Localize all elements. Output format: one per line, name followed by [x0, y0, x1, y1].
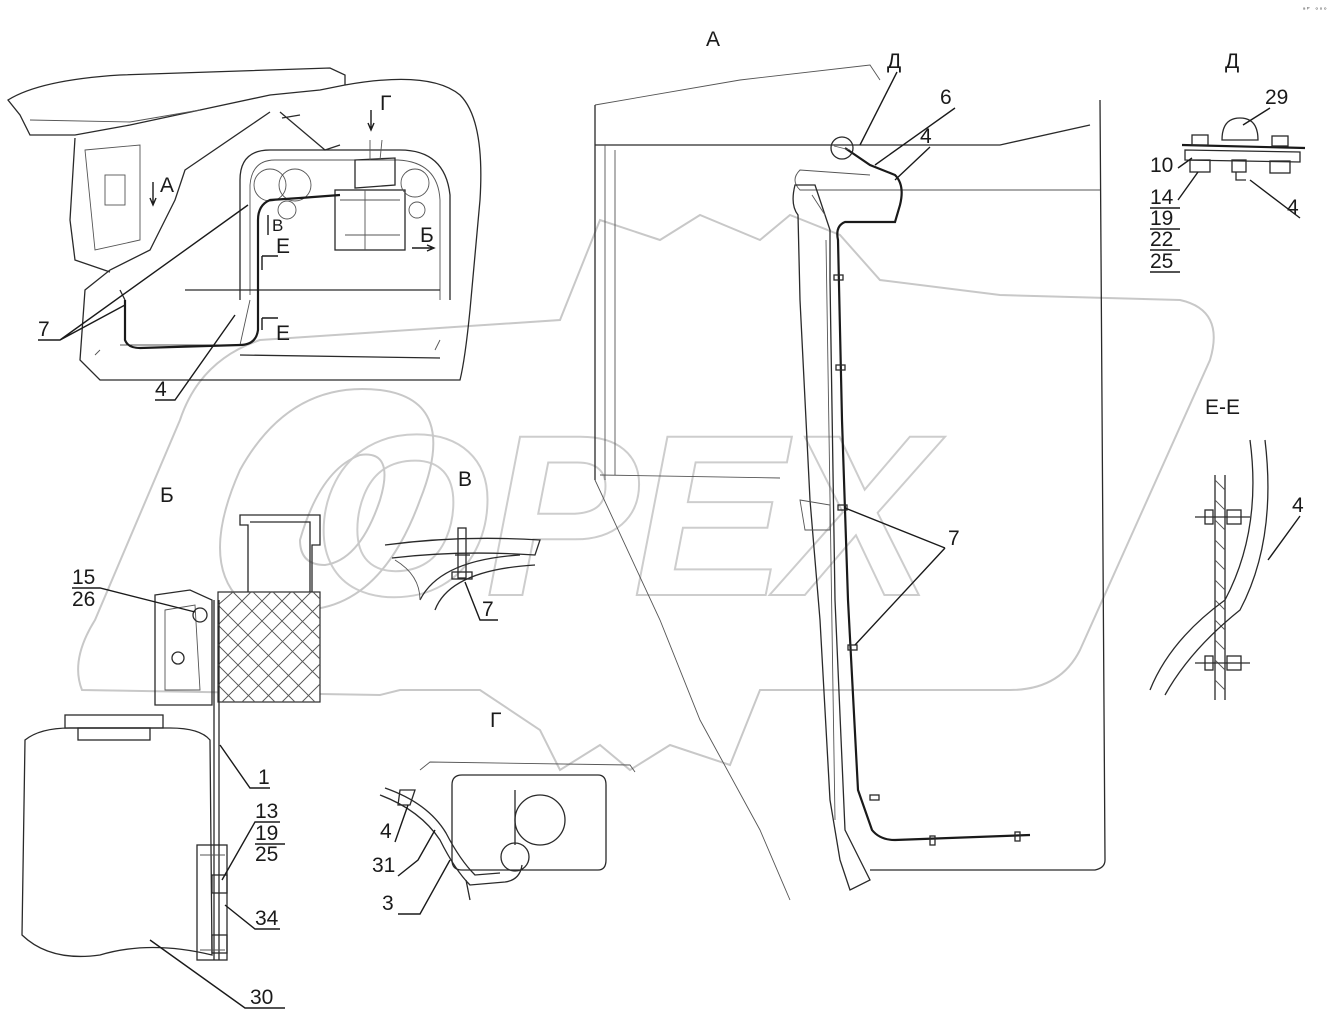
callout-34: 34 — [255, 907, 279, 930]
view-g-hose-3 — [379, 787, 523, 886]
callout-19-d: 19 — [1150, 207, 1173, 230]
watermark-gear-outline — [77, 213, 1215, 772]
callout-7-overview: 7 — [38, 318, 50, 341]
view-a-pillar — [792, 184, 871, 891]
view-d — [1181, 117, 1306, 181]
callout-13: 13 — [255, 800, 278, 823]
view-a-hose-4 — [836, 147, 1031, 842]
callout-19-b: 19 — [255, 822, 278, 845]
callout-22-d: 22 — [1150, 228, 1173, 251]
callout-7-view-a: 7 — [948, 527, 960, 550]
callout-4-overview: 4 — [155, 378, 167, 401]
view-ee-hose-4 — [1149, 439, 1269, 696]
view-title-v: В — [458, 468, 472, 491]
callout-31: 31 — [372, 854, 395, 877]
overview-mark-g: Г — [380, 92, 391, 115]
view-g — [379, 761, 636, 901]
callout-6: 6 — [940, 86, 952, 109]
callout-d-mark: Д — [887, 50, 901, 73]
callout-10: 10 — [1150, 154, 1173, 177]
overview-cab-body — [79, 78, 482, 381]
overview-rear-frame — [239, 149, 451, 300]
callout-4-view-ee: 4 — [1292, 494, 1304, 517]
callout-4-view-a: 4 — [920, 125, 932, 148]
overview-mark-e-lower: Е — [276, 322, 290, 345]
leader-7-overview — [38, 204, 249, 341]
view-title-ee: Е-Е — [1205, 396, 1240, 419]
callout-29: 29 — [1265, 86, 1288, 109]
callout-14-d: 14 — [1150, 186, 1174, 209]
corner-mark: ᵃᴾ ᵒᵒᵒ — [1302, 6, 1327, 14]
overview-hose-4 — [123, 193, 341, 350]
callout-4-view-g: 4 — [380, 820, 392, 843]
view-ee — [1149, 439, 1269, 700]
callout-7-view-v: 7 — [482, 598, 494, 621]
overview-view — [7, 67, 482, 381]
leader-4-overview — [155, 314, 236, 401]
view-title-g: Г — [490, 709, 501, 732]
callout-3: 3 — [382, 892, 394, 915]
overview-box-b — [334, 189, 406, 251]
view-b-channel — [239, 514, 321, 596]
overview-mark-e-upper: Е — [276, 235, 290, 258]
callout-4-view-d: 4 — [1287, 196, 1299, 219]
callout-25-d: 25 — [1150, 250, 1173, 273]
view-title-b: Б — [160, 484, 174, 507]
overview-roof — [7, 67, 346, 136]
view-b — [21, 514, 321, 961]
overview-mark-v: В — [272, 216, 283, 235]
callout-25-b: 25 — [255, 843, 278, 866]
callout-15: 15 — [72, 566, 95, 589]
callout-1: 1 — [258, 766, 270, 789]
overview-mark-a: А — [160, 174, 174, 197]
callout-26: 26 — [72, 588, 95, 611]
view-v — [384, 527, 541, 611]
view-b-tank — [21, 727, 213, 958]
view-title-d: Д — [1225, 50, 1239, 73]
view-title-a: А — [706, 28, 720, 51]
watermark-text: OPEX — [312, 387, 945, 644]
overview-mark-b: Б — [420, 224, 434, 247]
view-b-hatched-block — [217, 591, 321, 703]
view-a — [594, 64, 1106, 901]
callout-30: 30 — [250, 986, 273, 1009]
